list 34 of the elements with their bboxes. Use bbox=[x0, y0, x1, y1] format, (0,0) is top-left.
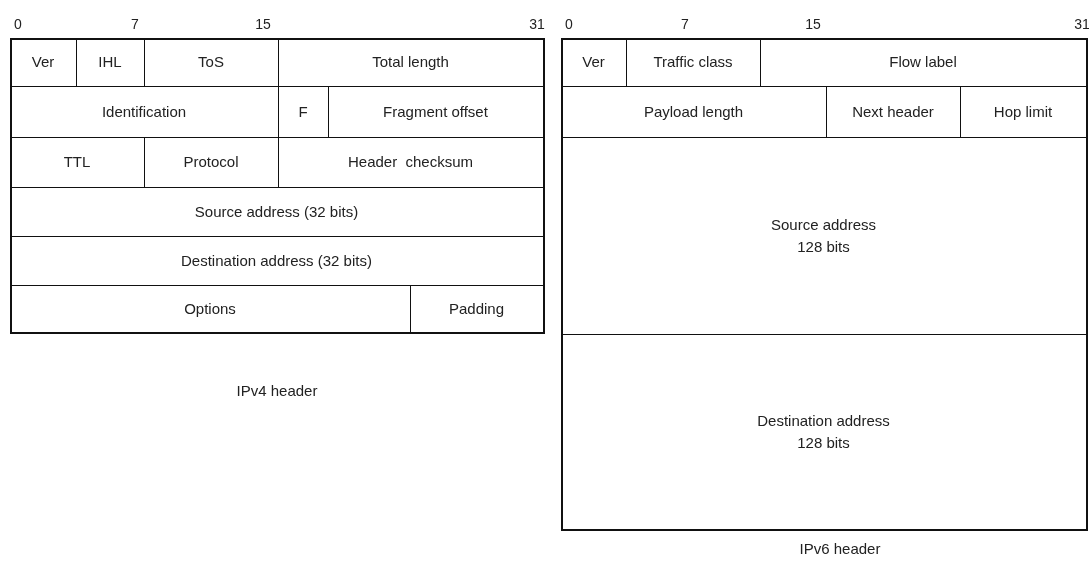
field-name: Source address 128 bits bbox=[769, 214, 878, 257]
field-name: TTL bbox=[63, 152, 91, 173]
bit-position-number: 0 bbox=[14, 16, 22, 32]
field-name: Options bbox=[184, 298, 236, 319]
field-name: Hop limit bbox=[993, 101, 1053, 122]
field-name: Source address (32 bits) bbox=[194, 201, 359, 222]
header-table bbox=[10, 38, 544, 333]
bit-position-number: 0 bbox=[565, 16, 573, 32]
field-name: Fragment offset bbox=[383, 101, 488, 122]
field-name: Destination address (32 bits) bbox=[181, 250, 372, 271]
table-caption: IPv4 header bbox=[236, 382, 318, 399]
field-name: Ver bbox=[582, 52, 605, 73]
field-name: Traffic class bbox=[653, 52, 733, 73]
field-name: Next header bbox=[852, 101, 934, 122]
field-name: F bbox=[298, 101, 308, 122]
field-name: ToS bbox=[198, 52, 224, 73]
field-name: Flow label bbox=[889, 52, 957, 73]
bit-position-number: 7 bbox=[681, 16, 689, 32]
bit-position-number: 31 bbox=[1074, 16, 1089, 32]
field-name: Total length bbox=[372, 52, 449, 73]
field-name: Protocol bbox=[183, 152, 239, 173]
bit-position-number: 15 bbox=[805, 16, 821, 32]
bit-position-number: 7 bbox=[131, 16, 139, 32]
field-name: Header checksum bbox=[347, 152, 474, 173]
field-name: Ver bbox=[31, 52, 55, 73]
header-table bbox=[561, 38, 1087, 530]
field-name: Payload length bbox=[643, 101, 744, 122]
field-name: IHL bbox=[98, 52, 122, 73]
table-caption: IPv6 header bbox=[799, 540, 881, 557]
field-name: Identification bbox=[101, 101, 187, 122]
bit-position-number: 31 bbox=[529, 16, 545, 32]
field-name: Padding bbox=[448, 298, 505, 319]
bit-position-number: 15 bbox=[255, 16, 271, 32]
field-name: Destination address 128 bits bbox=[756, 410, 891, 453]
